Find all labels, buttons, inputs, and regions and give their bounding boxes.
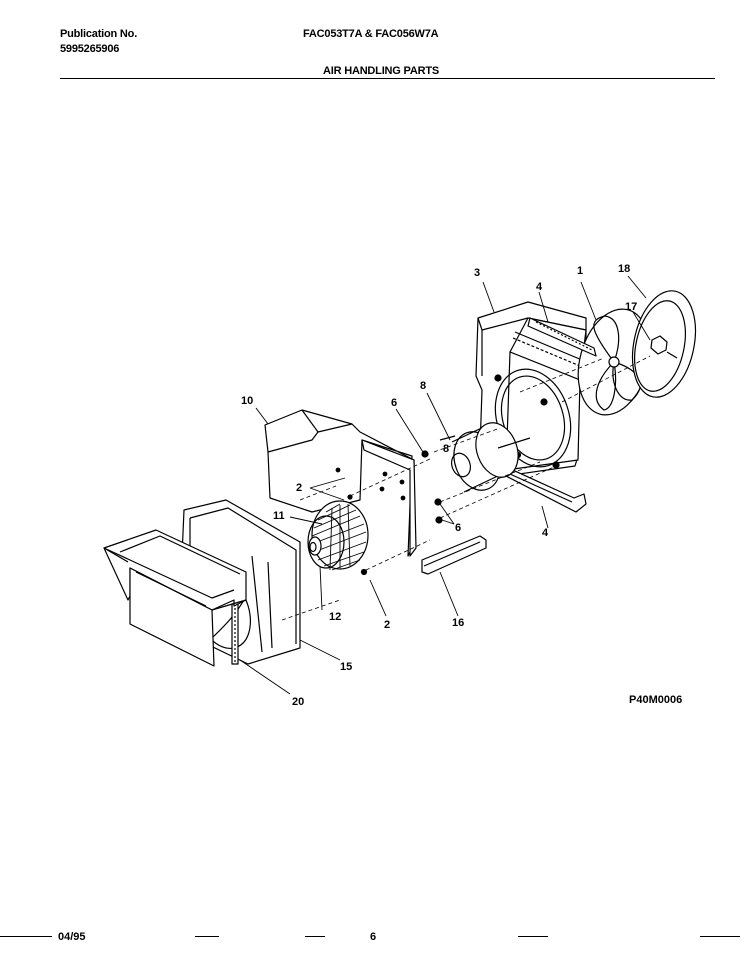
callout-11: 11 [273, 510, 285, 522]
callout-18: 18 [618, 263, 630, 275]
callout-12: 12 [329, 611, 341, 623]
part-17-nut [650, 335, 678, 359]
section-title: AIR HANDLING PARTS [323, 65, 439, 77]
page-number: 6 [370, 931, 377, 943]
assembly-lines [281, 355, 651, 621]
bottom-rule-segment [305, 936, 325, 937]
publication-label: Publication No. [60, 28, 138, 40]
callout-4-upper: 4 [536, 281, 543, 293]
callout-2-lower: 2 [384, 619, 390, 631]
leader-lines [239, 275, 651, 695]
callout-1: 1 [577, 265, 583, 277]
part-16-trough [421, 535, 487, 575]
part-11-blower-wheel [307, 500, 369, 571]
bottom-rule-segment [195, 936, 219, 937]
diagram-code: P40M0006 [629, 694, 683, 706]
header-rule [60, 78, 715, 79]
part-8-motor [439, 422, 531, 493]
part-1-fan-blade [577, 308, 651, 416]
part-4-bracket-lower [503, 465, 587, 513]
publication-number: 5995265906 [60, 43, 120, 55]
callout-8-upper: 8 [420, 380, 426, 392]
callout-3: 3 [474, 267, 480, 279]
callout-6-lower: 6 [455, 522, 461, 534]
callout-16: 16 [452, 617, 464, 629]
bottom-rule-segment [518, 936, 548, 937]
callout-2-upper: 2 [296, 482, 302, 494]
footer-date: 04/95 [58, 931, 86, 943]
screws [347, 450, 443, 576]
callout-8-lower: 8 [443, 443, 449, 455]
model-numbers: FAC053T7A & FAC056W7A [303, 28, 439, 40]
bottom-rule-segment [0, 936, 52, 937]
part-4-bracket-upper [527, 317, 597, 357]
callout-20: 20 [292, 696, 304, 708]
part-20-front-grille [103, 529, 247, 667]
callout-6-upper: 6 [391, 397, 397, 409]
bottom-rule-segment [700, 936, 740, 937]
callout-4-lower: 4 [542, 527, 549, 539]
callout-10: 10 [241, 395, 253, 407]
part-10-blower-housing [264, 409, 417, 557]
callout-17: 17 [625, 301, 637, 313]
callout-15: 15 [340, 661, 352, 673]
